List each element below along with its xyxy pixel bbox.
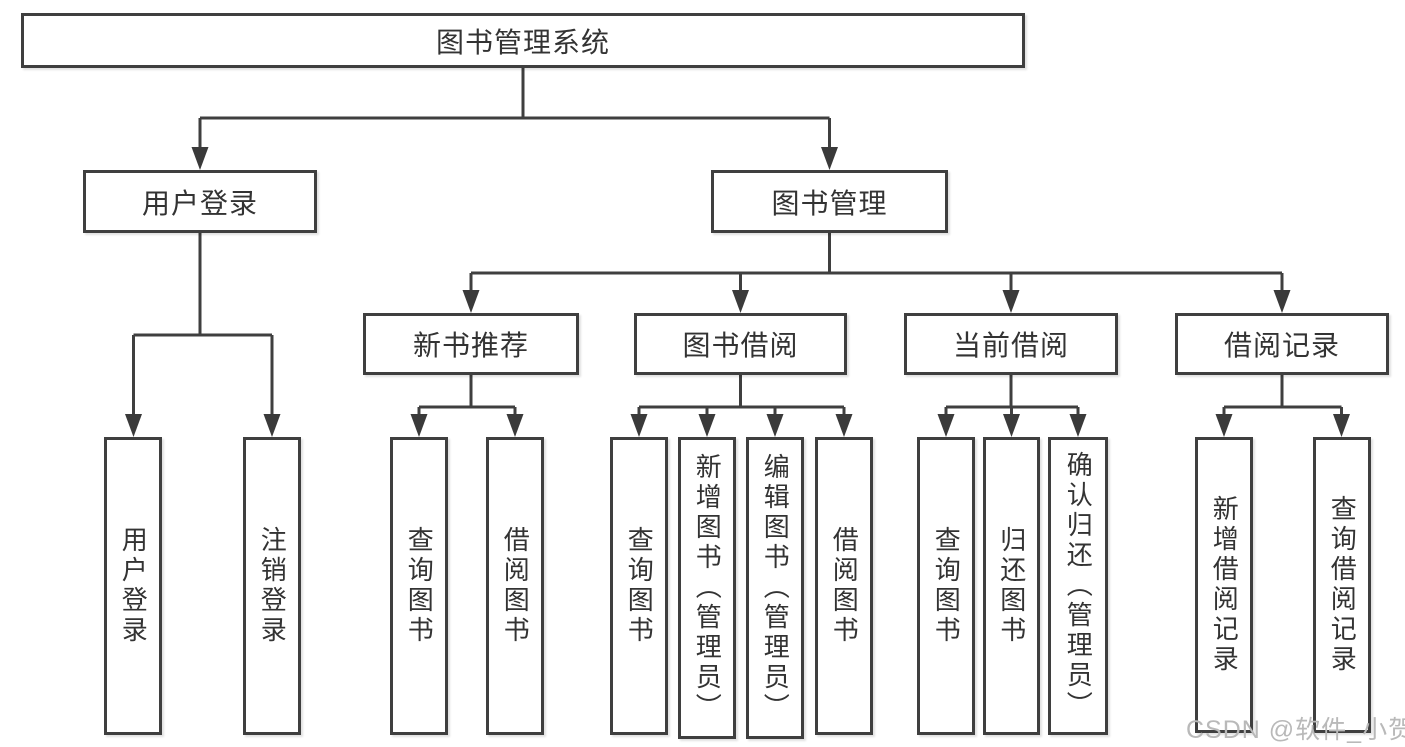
leaf-borrow-borrow: 借阅图书	[815, 437, 873, 735]
leaf-user-logout: 注销登录	[243, 437, 301, 735]
connector-lines	[132, 68, 1343, 420]
node-current-borrowing: 当前借阅	[904, 313, 1118, 375]
leaf-newbook-query: 查询图书	[390, 437, 448, 735]
node-user-login-branch: 用户登录	[83, 170, 317, 233]
leaf-label: 注销登录	[257, 526, 288, 646]
leaf-label: 新增图书（管理员）	[692, 453, 723, 723]
leaf-label: 查询图书	[931, 526, 962, 646]
leaf-borrow-add-admin: 新增图书（管理员）	[678, 437, 736, 739]
leaf-label: 查询图书	[624, 526, 655, 646]
arrowheads	[125, 147, 1350, 437]
leaf-current-return: 归还图书	[983, 437, 1040, 735]
node-book-borrowing: 图书借阅	[634, 313, 847, 375]
leaf-label: 借阅图书	[500, 526, 531, 646]
node-book-management: 图书管理	[711, 170, 948, 233]
node-borrowing-records: 借阅记录	[1175, 313, 1389, 375]
leaf-current-confirm-return-admin: 确认归还（管理员）	[1048, 437, 1108, 735]
leaf-newbook-borrow: 借阅图书	[486, 437, 544, 735]
leaf-label: 新增借阅记录	[1209, 495, 1240, 675]
leaf-label: 编辑图书（管理员）	[760, 453, 791, 723]
leaf-label: 用户登录	[118, 526, 149, 646]
leaf-label: 查询借阅记录	[1327, 495, 1358, 675]
leaf-label: 查询图书	[404, 526, 435, 646]
node-root: 图书管理系统	[21, 13, 1025, 68]
csdn-watermark: CSDN @软件_小贺同学	[1186, 716, 1405, 744]
leaf-user-login: 用户登录	[104, 437, 162, 735]
node-new-book-recommend: 新书推荐	[363, 313, 579, 375]
leaf-record-query: 查询借阅记录	[1313, 437, 1371, 733]
leaf-label: 确认归还（管理员）	[1063, 451, 1094, 721]
leaf-borrow-edit-admin: 编辑图书（管理员）	[746, 437, 804, 739]
leaf-label: 借阅图书	[829, 526, 860, 646]
leaf-current-query: 查询图书	[917, 437, 975, 735]
leaf-borrow-query: 查询图书	[610, 437, 668, 735]
leaf-record-add: 新增借阅记录	[1195, 437, 1253, 733]
leaf-label: 归还图书	[996, 526, 1027, 646]
